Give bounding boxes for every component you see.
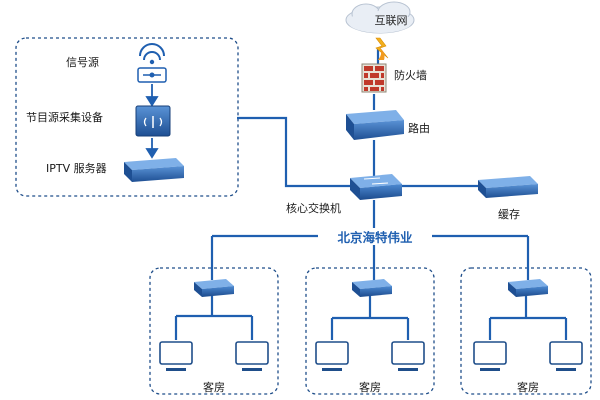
core-switch-icon xyxy=(350,174,402,200)
banner-text: 北京海特伟业 xyxy=(337,230,413,245)
router-label: 路由 xyxy=(408,121,430,135)
signal-source-label: 信号源 xyxy=(66,55,99,69)
room-switch-icon-1 xyxy=(194,279,234,297)
room-group-box-1 xyxy=(149,267,279,395)
cache-label: 缓存 xyxy=(498,207,520,221)
signal-chain-arrows xyxy=(145,84,159,159)
iptv-server-icon xyxy=(124,158,184,182)
firewall-icon xyxy=(361,48,387,93)
room-group-box-2 xyxy=(305,267,435,395)
internet-cloud-icon xyxy=(345,1,415,34)
internet-label: 互联网 xyxy=(375,14,408,27)
cache-server-icon xyxy=(478,176,538,198)
terminal-stands xyxy=(166,368,576,371)
capture-device-label: 节目源采集设备 xyxy=(26,110,103,124)
terminal-icons xyxy=(159,341,583,365)
signal-source-icon xyxy=(137,43,167,83)
router-icon xyxy=(346,110,404,140)
iptv-server-label: IPTV 服务器 xyxy=(46,162,107,175)
capture-device-icon xyxy=(135,105,171,137)
firewall-label: 防火墙 xyxy=(394,68,427,82)
core-switch-label: 核心交换机 xyxy=(286,201,341,215)
room-group-box-3 xyxy=(460,267,592,395)
banner-background xyxy=(318,229,432,245)
room-label-1: 客房 xyxy=(203,380,225,394)
room-label-2: 客房 xyxy=(359,380,381,394)
room-switch-icon-2 xyxy=(352,279,392,297)
room-switch-icon-3 xyxy=(508,279,548,297)
connection-lines xyxy=(174,48,568,340)
room-label-3: 客房 xyxy=(517,380,539,394)
